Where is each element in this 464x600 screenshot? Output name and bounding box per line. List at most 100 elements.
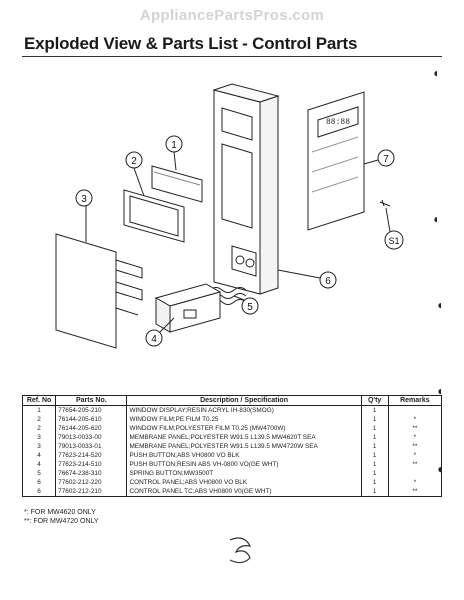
cell-remarks [387,469,443,478]
cell-description: CONTROL PANEL;ABS VH0800 VO BLK [126,478,362,487]
header-description: Description / Specification [126,395,362,406]
membrane-panel-part [55,233,117,349]
membrane-panel-tab [115,259,143,316]
cell-part-no: 76144-205-620 [55,424,127,433]
svg-text:S1: S1 [388,236,399,246]
cell-ref: 1 [21,405,56,415]
cell-remarks: * [387,433,443,442]
cell-remarks: * [387,451,443,460]
cell-ref: 3 [21,442,56,451]
cell-ref: 5 [21,469,56,478]
control-panel-part [213,89,261,295]
cell-description: WINDOW DISPLAY;RESIN ACRYL IH-830(SMOG) [126,405,362,415]
cell-remarks [387,405,443,415]
cell-part-no: 79013-0033-00 [55,433,127,442]
cell-ref: 2 [21,415,56,424]
cell-ref: 6 [21,478,56,487]
table-row: 5 76674-238-310 SPRING BUTTON;MW3500T 1 [21,469,443,478]
cell-qty: 1 [360,451,389,460]
table-row: 4 77623-214-510 PUSH BUTTON;RESIN ABS VH… [21,460,443,469]
footnote-mw4620: *: FOR MW4620 ONLY [24,509,96,516]
cell-remarks: ** [387,424,443,433]
table-row: 2 76144-205-620 WINDOW FILM;POLYESTER FI… [21,424,443,433]
margin-mark-1: ◖ [432,66,440,80]
header-parts-no: Parts No. [55,395,127,406]
table-row: 4 77623-214-520 PUSH BUTTON;ABS VH0800 V… [21,451,443,460]
cell-description: WINDOW FILM;PE FILM T0.25 [126,415,362,424]
cell-description: WINDOW FILM;POLYESTER FILM T0.25 (MW4700… [126,424,362,433]
table-row: 2 76144-205-610 WINDOW FILM;PE FILM T0.2… [21,415,443,424]
cell-description: MEMBRANE PANEL;POLYESTER W91.5 L139.5 MW… [126,442,362,451]
cell-ref: 3 [21,433,56,442]
svg-text:3: 3 [81,194,87,205]
cell-description: CONTROL PANEL TC;ABS VH0800 V0(GE WHT) [126,487,362,497]
cell-part-no: 77602-212-220 [55,478,127,487]
cell-remarks: * [387,478,443,487]
margin-mark-2: ◖ [432,212,440,226]
header-remarks: Remarks [387,395,443,406]
cell-description: PUSH BUTTON;RESIN ABS VH-0800 VO(GE WHT) [126,460,362,469]
cell-part-no: 76144-205-610 [55,415,127,424]
header-qty: Q'ty [360,395,389,406]
cell-remarks: ** [387,442,443,451]
cell-description: SPRING BUTTON;MW3500T [126,469,362,478]
cell-part-no: 77623-214-520 [55,451,127,460]
cell-part-no: 77654-205-210 [55,405,127,415]
callout-3: 3 [75,189,93,242]
cell-qty: 1 [360,469,389,478]
margin-mark-4: ◖ [436,384,444,398]
cell-remarks: * [387,415,443,424]
footnotes: *: FOR MW4620 ONLY **: FOR MW4720 ONLY [24,508,99,526]
callout-1: 1 [165,135,183,171]
table-row: 6 77602-212-210 CONTROL PANEL TC;ABS VH0… [21,487,443,497]
footnote-mw4720: **: FOR MW4720 ONLY [24,518,99,525]
callout-5: 5 [233,295,259,315]
cell-remarks: ** [387,487,443,497]
cell-part-no: 79013-0033-01 [55,442,127,451]
table-row: 3 79013-0033-00 MEMBRANE PANEL;POLYESTER… [21,433,443,442]
cell-qty: 1 [360,405,389,415]
header-ref-no: Ref. No [21,395,56,406]
svg-text:7: 7 [383,154,389,165]
cell-part-no: 76674-238-310 [55,469,127,478]
cell-qty: 1 [360,433,389,442]
cell-remarks: ** [387,460,443,469]
cell-ref: 6 [21,487,56,497]
table-header-row: Ref. No Parts No. Description / Specific… [21,395,443,406]
callout-2: 2 [125,151,145,197]
cell-ref: 4 [21,451,56,460]
page-title: Exploded View & Parts List - Control Par… [24,34,358,53]
cell-qty: 1 [360,424,389,433]
svg-text:5: 5 [247,302,253,313]
cell-qty: 1 [360,487,389,497]
table-row: 1 77654-205-210 WINDOW DISPLAY;RESIN ACR… [21,405,443,415]
cell-description: MEMBRANE PANEL;POLYESTER W91.5 L139.5 MW… [126,433,362,442]
watermark: AppliancePartsPros.com [139,7,325,24]
svg-text:4: 4 [151,334,157,345]
cell-part-no: 77602-212-210 [55,487,127,497]
margin-mark-3: ◖ [436,298,444,312]
table-row: 3 79013-0033-01 MEMBRANE PANEL;POLYESTER… [21,442,443,451]
svg-text:2: 2 [131,156,137,167]
handwritten-signature: E [229,537,257,564]
callout-7: 7 [363,149,395,167]
cell-qty: 1 [360,442,389,451]
screw-part [379,199,391,207]
cell-ref: 2 [21,424,56,433]
callout-6: 6 [277,269,337,289]
cell-qty: 1 [360,415,389,424]
pcb-display-readout: 88:88 [326,118,350,127]
exploded-view-diagram: 1 2 3 4 5 6 7 [55,83,404,349]
window-film-part [123,189,185,243]
title-underline [22,56,442,57]
window-display-part [151,165,203,203]
svg-text:6: 6 [325,276,331,287]
signature-letter: E [256,561,257,563]
svg-text:1: 1 [171,140,177,151]
circuit-board-part [307,91,365,231]
cell-qty: 1 [360,460,389,469]
callout-4: 4 [145,317,175,347]
cell-qty: 1 [360,478,389,487]
cell-ref: 4 [21,460,56,469]
parts-list-table: Ref. No Parts No. Description / Specific… [21,395,443,497]
